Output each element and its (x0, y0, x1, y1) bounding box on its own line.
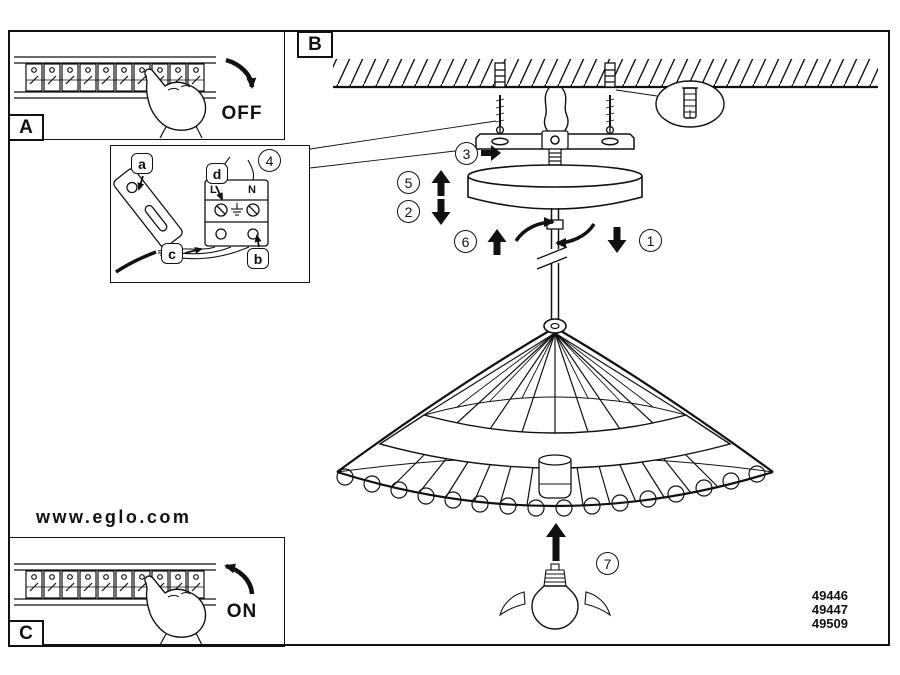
model-numbers: 49446 49447 49509 (812, 589, 848, 631)
screw-right-icon (605, 95, 615, 135)
on-label: ON (226, 601, 258, 622)
arrow-up-5-icon (431, 170, 451, 196)
section-c-label: C (8, 620, 44, 647)
mounting-plate (113, 168, 183, 248)
scallop-rim (336, 465, 766, 517)
front-ribs-lower (391, 454, 719, 506)
wiring-key-c: c (161, 243, 183, 264)
mains-cable (115, 250, 157, 274)
breaker-panel-off-illustration (13, 56, 257, 139)
wall-anchor-detail (615, 80, 725, 128)
bulb-illustration (499, 563, 611, 630)
front-ribs-upper (423, 332, 687, 433)
section-a-label: A (8, 114, 44, 141)
step-2-badge: 2 (397, 200, 420, 223)
step-arrows (431, 170, 627, 561)
arrow-down-2-icon (431, 199, 451, 225)
step-3-badge: 3 (455, 142, 478, 165)
rotation-arrows-icon (514, 217, 596, 248)
model-number: 49509 (811, 616, 848, 631)
section-b-label: B (297, 31, 333, 58)
arrow-up-6-icon (487, 229, 507, 255)
ground-symbol-icon (231, 203, 243, 216)
shine-right-icon (584, 591, 611, 617)
wiring-key-d: d (206, 163, 228, 184)
terminal-n-label: N (248, 184, 256, 196)
wiring-key-b: b (247, 248, 269, 269)
screw-left-icon (495, 95, 505, 135)
step-7-badge: 7 (596, 552, 619, 575)
curved-arrow-off-icon (225, 57, 257, 89)
socket-illustration (538, 454, 572, 499)
model-number: 49446 (811, 588, 848, 603)
leader-lines (309, 120, 497, 169)
wire-cage-shade-illustration (336, 318, 774, 517)
eglo-website: www.eglo.com (36, 507, 192, 527)
shade-hub (543, 318, 567, 334)
shade-band (378, 414, 732, 469)
arrow-up-7-icon (546, 523, 566, 561)
wall-plug-left (494, 62, 506, 88)
panel-c-callout (8, 537, 285, 647)
wiring-detail-callout (110, 145, 310, 283)
sheet-border (8, 30, 890, 646)
step-3-arrow-icon (481, 145, 501, 161)
hanging-wires (543, 87, 569, 135)
curved-arrow-on-icon (224, 563, 255, 595)
step-6-badge: 6 (454, 230, 477, 253)
breaker-panel-on-illustration (13, 563, 255, 646)
off-label: OFF (221, 103, 263, 124)
wiring-key-a: a (131, 153, 153, 174)
mounting-bracket-illustration (475, 130, 635, 150)
model-number: 49447 (811, 602, 848, 617)
canopy-illustration (467, 164, 643, 210)
terminal-l-label: L (210, 184, 217, 196)
step-1-badge: 1 (639, 229, 662, 252)
step-4-badge: 4 (258, 149, 281, 172)
step-5-badge: 5 (397, 171, 420, 194)
shine-left-icon (499, 591, 526, 617)
wiring-step-arrows (137, 175, 262, 254)
ceiling-mounting-illustration (333, 59, 878, 170)
arrow-down-1-icon (607, 227, 627, 253)
wall-plug-right (604, 62, 616, 88)
panel-a-callout (8, 30, 285, 140)
